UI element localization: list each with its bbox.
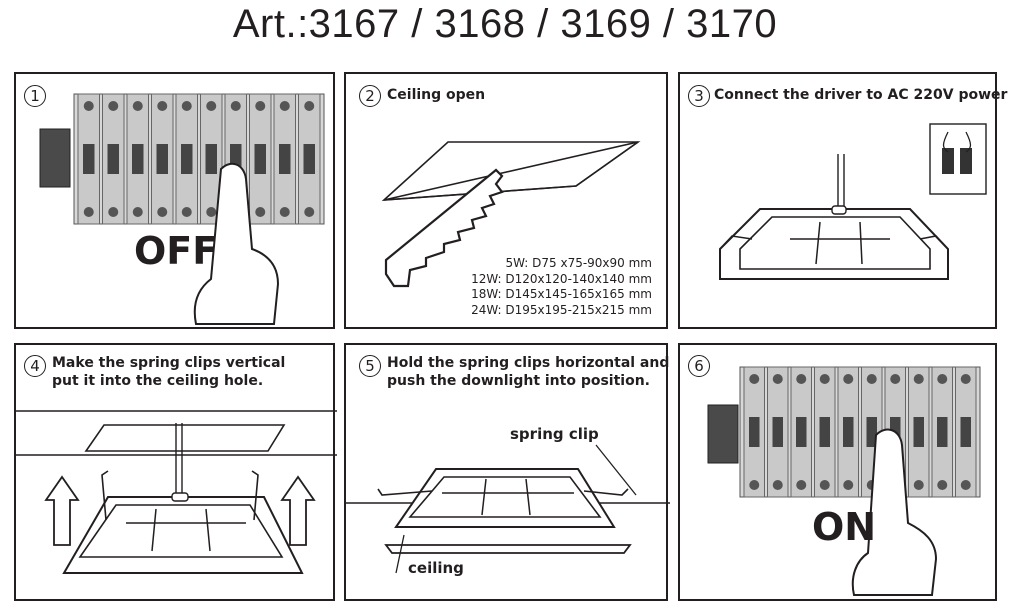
step-1-panel: 1 OFF [14,72,335,329]
step-2-panel: 2 Ceiling open 5W: D75 x75-90x90 mm 12W:… [344,72,668,329]
step-5-panel: 5 Hold the spring clips horizontal and p… [344,343,670,601]
hole-size-18w: 18W: D145x145-165x165 mm [471,287,652,301]
step-4-caption-line-2: put it into the ceiling hole. [52,373,264,389]
driver-connection-illustration [719,123,987,280]
step-number-1: 1 [24,85,46,107]
page-title: Art.:3167 / 3168 / 3169 / 3170 [232,2,778,46]
spring-clip-label: spring clip [510,425,599,443]
breaker-illustration [39,93,325,325]
hole-size-list: 5W: D75 x75-90x90 mm 12W: D120x120-140x1… [471,256,652,318]
step-number-5: 5 [359,355,381,377]
hole-size-12w: 12W: D120x120-140x140 mm [471,271,652,286]
insert-illustration [16,410,337,574]
off-label: OFF [134,229,219,273]
hand-illustration [193,162,280,325]
step-number-3: 3 [688,85,710,107]
breaker-on-illustration [707,366,981,596]
step-6-panel: 6 ON [678,343,997,601]
step-4-panel: 4 Make the spring clips vertical put it … [14,343,337,601]
step-5-caption-line-1: Hold the spring clips horizontal and [387,355,670,371]
hand-illustration [851,428,938,596]
step-number-2: 2 [359,85,381,107]
ceiling-label: ceiling [408,559,464,577]
step-2-caption: Ceiling open [387,87,486,103]
hole-size-24w: 24W: D195x195-215x215 mm [471,302,652,317]
saw-blade [384,168,504,288]
step-3-caption: Connect the driver to AC 220V power [714,87,1008,103]
position-illustration [346,444,670,574]
step-5-caption-line-2: push the downlight into position. [387,373,650,389]
step-number-6: 6 [688,355,710,377]
step-4-caption-line-1: Make the spring clips vertical [52,355,286,371]
step-3-panel: 3 Connect the driver to AC 220V power [678,72,1007,329]
on-label: ON [812,505,877,549]
step-number-4: 4 [24,355,46,377]
hole-size-5w: 5W: D75 x75-90x90 mm [505,256,652,270]
ceiling-cut-illustration [381,141,641,288]
